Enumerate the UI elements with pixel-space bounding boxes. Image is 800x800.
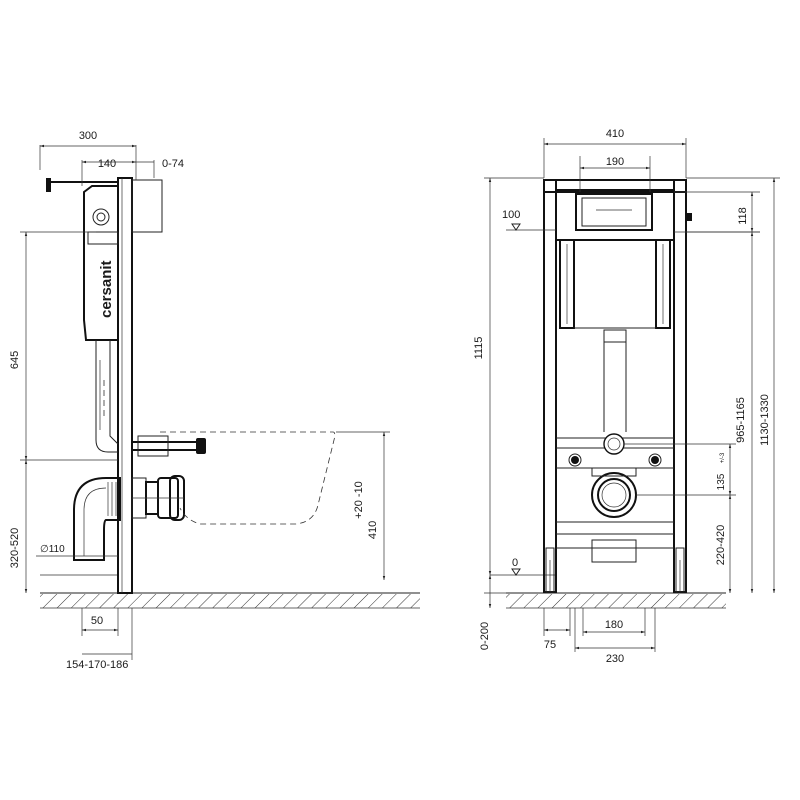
svg-text:75: 75: [544, 639, 556, 651]
dim-side-offset-front: 0-74: [132, 158, 184, 178]
toilet-bowl-outline: [160, 431, 336, 525]
dim-front-drain-spacing: 135 +/-3: [624, 443, 736, 496]
svg-text:154-170-186: 154-170-186: [66, 659, 128, 671]
front-drain-outlet: [591, 467, 637, 518]
svg-text:410: 410: [367, 521, 379, 539]
svg-text:220-420: 220-420: [715, 525, 727, 565]
drain-elbow: [73, 477, 121, 561]
svg-text:118: 118: [737, 207, 749, 225]
svg-text:0-74: 0-74: [162, 158, 184, 170]
front-water-inlet: [603, 433, 625, 455]
dim-front-leg-offset: 75: [543, 608, 571, 651]
dim-side-bowl-height: 410 +20 -10: [336, 431, 390, 580]
svg-text:410: 410: [606, 128, 624, 140]
svg-text:965-1165: 965-1165: [735, 397, 747, 443]
dim-front-height-total: 1115: [473, 177, 544, 575]
dim-front-floor-offset: 0-200: [479, 575, 506, 650]
dim-side-pipe-diameter: ∅110: [36, 544, 118, 557]
dim-side-width-total: 300: [39, 130, 137, 180]
level-marker-floor: 0: [511, 557, 521, 576]
svg-text:100: 100: [502, 209, 520, 221]
svg-text:+/-3: +/-3: [720, 452, 726, 463]
dim-front-studs-spacing: 180: [582, 608, 646, 636]
front-frame: [543, 179, 687, 593]
dim-front-width-button: 190: [579, 156, 651, 192]
dim-side-width-tank: 140: [81, 158, 136, 186]
side-view: cersanit: [9, 130, 420, 671]
svg-text:1115: 1115: [473, 337, 485, 360]
front-view: 410 190 100 118 1115: [473, 128, 780, 665]
dim-side-height-drain: 320-520: [9, 459, 118, 593]
svg-text:+20 -10: +20 -10: [353, 481, 365, 519]
brand-logo: cersanit: [98, 260, 115, 318]
dim-side-frame-depth: 154-170-186: [66, 608, 133, 671]
side-floor: [40, 574, 420, 609]
svg-text:∅110: ∅110: [40, 544, 65, 555]
dim-front-outer-spacing: 230: [574, 608, 656, 665]
level-marker-top: 100: [502, 209, 556, 231]
front-floor: [490, 574, 726, 609]
dim-front-drain-height: 220-420: [715, 495, 732, 593]
flush-rod: [46, 178, 118, 192]
frame-post: [117, 177, 163, 594]
front-bottom-block: [591, 539, 637, 563]
front-cistern: [555, 189, 692, 432]
cistern: cersanit: [83, 185, 119, 453]
svg-text:135: 135: [716, 473, 727, 490]
svg-text:180: 180: [605, 619, 623, 631]
dim-side-height-button: 645: [9, 231, 96, 460]
mounting-studs: [132, 435, 206, 457]
svg-text:300: 300: [79, 130, 97, 142]
svg-text:645: 645: [9, 351, 21, 369]
svg-text:230: 230: [606, 653, 624, 665]
svg-text:50: 50: [91, 615, 103, 627]
front-studs: [568, 453, 662, 467]
svg-text:0: 0: [512, 557, 518, 569]
dim-side-frame-offset: 50: [81, 608, 119, 636]
svg-text:140: 140: [98, 158, 116, 170]
svg-text:320-520: 320-520: [9, 528, 21, 568]
svg-text:0-200: 0-200: [479, 622, 491, 650]
svg-text:1130-1330: 1130-1330: [759, 394, 771, 446]
dim-front-width-total: 410: [543, 128, 687, 178]
dim-front-height-range-b: 1130-1330: [686, 177, 780, 593]
svg-text:190: 190: [606, 156, 624, 168]
dim-front-height-range-a: 965-1165: [686, 231, 760, 593]
drain-connector: [131, 475, 185, 521]
